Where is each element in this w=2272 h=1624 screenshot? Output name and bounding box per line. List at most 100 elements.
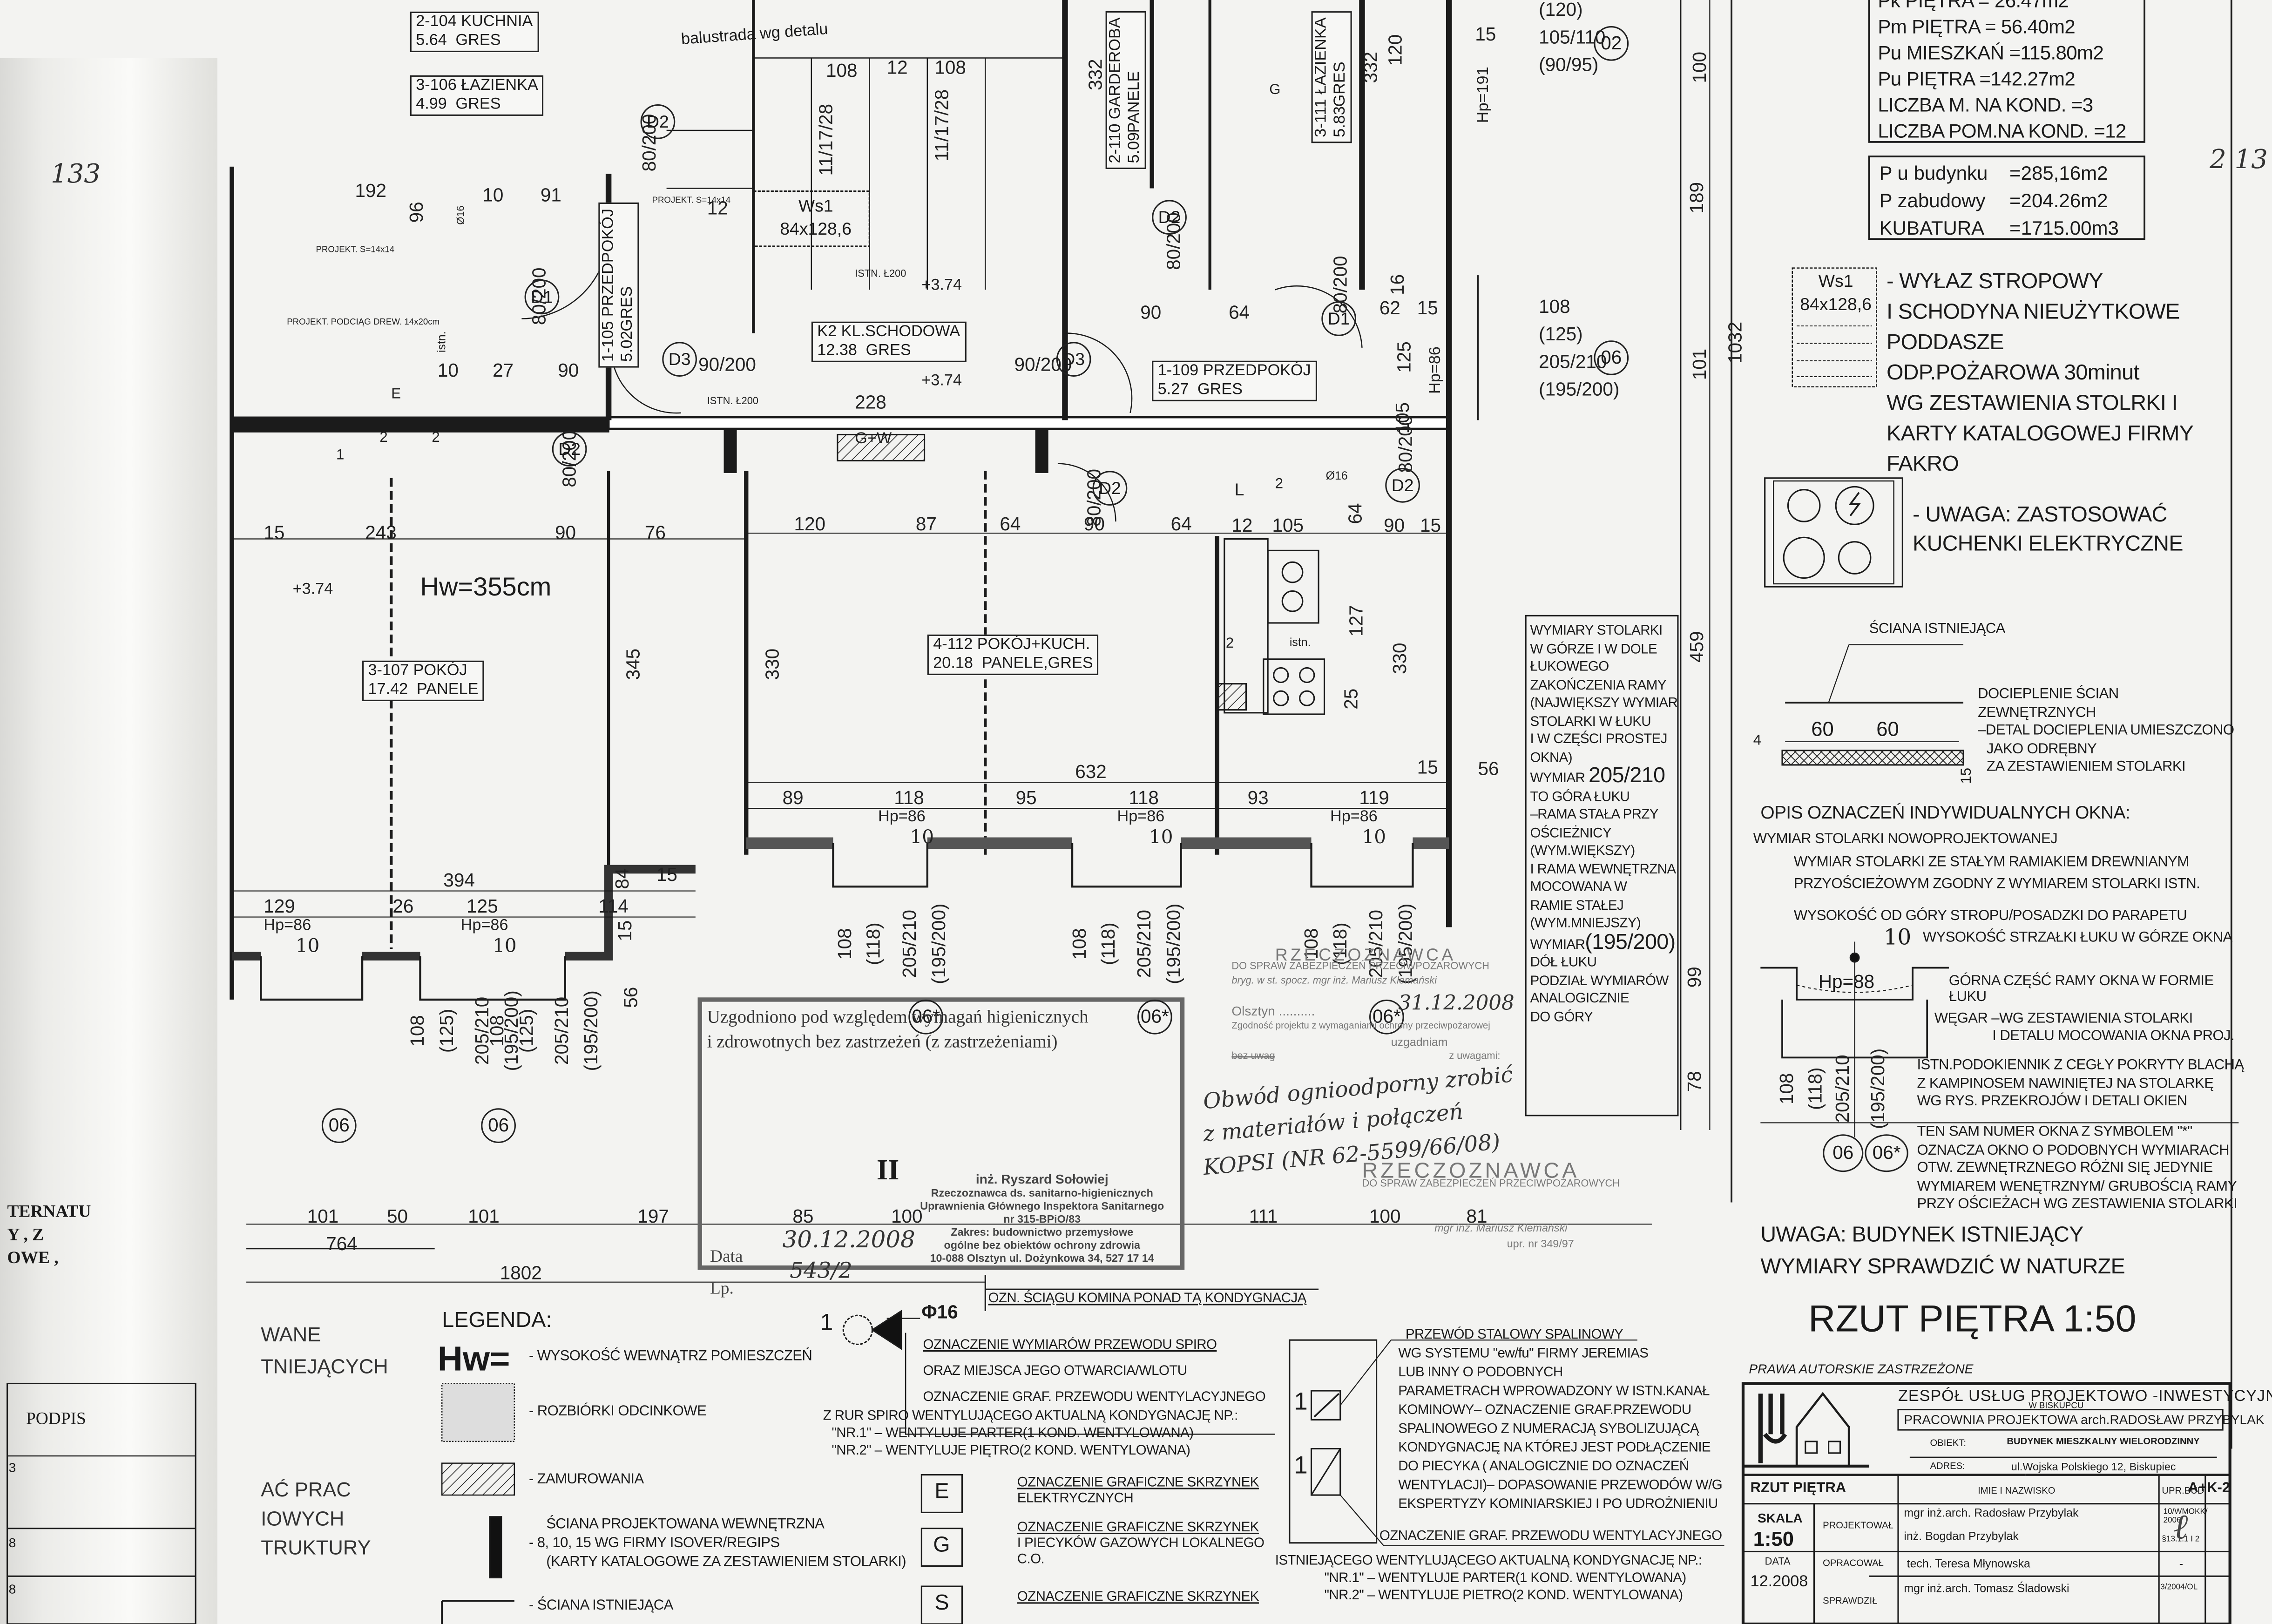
door-tag: D2 xyxy=(640,104,676,139)
room-floor: GRES xyxy=(866,342,911,359)
room-area-value: 17.42 xyxy=(368,681,408,698)
dimension-label: 99 xyxy=(1683,967,1705,988)
margin-text-fragment: AĆ PRAC IOWYCH TRUKTURY xyxy=(261,1475,371,1562)
hatch-symbol-size: 84x128,6 xyxy=(1800,294,1872,315)
dimension-label: 105 xyxy=(1272,514,1304,536)
dimension-label: 91 xyxy=(540,184,561,206)
note-line: (KARTY KATALOGOWE ZA ZESTAWIENIEM STOLAR… xyxy=(546,1554,906,1570)
dimension-label: 64 xyxy=(1000,513,1021,535)
spiro-notes-after: Z RUR SPIRO WENTYLUJĄCEGO AKTUALNĄ KONDY… xyxy=(823,1408,1238,1460)
dimension-label: 129 xyxy=(264,895,295,917)
checker-name: mgr inż.arch. Tomasz Śladowski xyxy=(1904,1582,2069,1595)
legend-window-dim: (118) xyxy=(1804,1067,1826,1110)
drawing-title: RZUT PIĘTRA 1:50 xyxy=(1808,1296,2137,1340)
legend-item: - ZAMUROWANIA xyxy=(528,1472,644,1488)
studio-name: PRACOWNIA PROJEKTOWA arch.RADOSŁAW PRZYB… xyxy=(1904,1412,2265,1427)
fire-expert-remarks: z uwagami: xyxy=(1449,1051,1501,1062)
stamp-date-handwritten: 30.12.2008 xyxy=(782,1225,915,1253)
legend-hp: Hp=88 xyxy=(1818,970,1875,993)
sill-height-label: Hp=86 xyxy=(1117,808,1165,826)
note-line: WYMIARY STOLARKI xyxy=(1530,623,1663,639)
dimension-label: 90 xyxy=(1140,301,1162,323)
sill-height-label: Hp=86 xyxy=(264,917,311,934)
dimension-label: 15 xyxy=(656,863,677,886)
room-code: 3-107 POKÓJ xyxy=(368,662,467,680)
dimension-label: 15 xyxy=(264,521,285,543)
note-line: PRZYOŚCIEŻOWYM ZGODNY Z WYMIAREM STOLARK… xyxy=(1793,876,2200,893)
role-label: OPRACOWAŁ xyxy=(1823,1558,1884,1569)
dimension-label: 764 xyxy=(326,1232,358,1255)
note-line: EKSPERTYZY KOMINIARSKIEJ I PO UDROŻNIENI… xyxy=(1398,1496,1718,1513)
scale-value: 1:50 xyxy=(1753,1527,1794,1550)
note-line: DO GÓRY xyxy=(1530,1009,1593,1025)
fire-expert-stamp-sub-2: DO SPRAW ZABEZPIECZEŃ PRZECIWPOŻAROWYCH xyxy=(1362,1179,1620,1190)
note-line: DÓŁ ŁUKU xyxy=(1530,954,1597,971)
note-line: TO GÓRA ŁUKU xyxy=(1530,789,1630,805)
summary-line: Pu MIESZKAŃ =115.80m2 xyxy=(1878,42,2104,64)
spiro-number: 1 xyxy=(820,1311,833,1336)
note-line: OZNACZENIE GRAFICZNE SKRZYNEK xyxy=(1017,1475,1259,1491)
warning-line: UWAGA: BUDYNEK ISTNIEJĄCY xyxy=(1760,1223,2083,1248)
plan-annotation: 1 xyxy=(336,447,345,464)
license-number: - xyxy=(2179,1557,2184,1570)
window-dimension: (125) xyxy=(435,1008,458,1053)
stamp-line: Rzeczoznawca ds. sanitarno-higienicznych xyxy=(931,1186,1153,1200)
legend-title: LEGENDA: xyxy=(442,1308,552,1333)
window-tag: 06* xyxy=(1137,999,1172,1035)
dimension-label: 119 xyxy=(1359,786,1389,809)
dimension-label: 330 xyxy=(761,648,783,680)
hatch-code: Ws1 xyxy=(798,196,833,216)
window-dimension: 205/210 xyxy=(898,910,920,978)
dimension-label: 127 xyxy=(1345,605,1367,637)
fragment-line: TRUKTURY xyxy=(261,1536,371,1559)
note-line: ANALOGICZNIE xyxy=(1530,991,1630,1007)
note-line: ORAZ MIEJSCA JEGO OTWARCIA/WLOTU xyxy=(923,1363,1187,1380)
stamp-line: i zdrowotnych bez zastrzeżeń (z zastrzeż… xyxy=(707,1031,1058,1052)
door-tag: D2 xyxy=(1152,200,1187,235)
note-line: WYSOKOŚĆ OD GÓRY STROPU/POSADZKI DO PARA… xyxy=(1793,907,2187,924)
summary-line: LICZBA POM.NA KOND. =12 xyxy=(1878,120,2126,142)
dimension-label: 16 xyxy=(1386,274,1408,295)
note-line: I DETALU MOCOWANIA OKNA PROJ. xyxy=(1992,1029,2235,1045)
window-legend-title: OPIS OZNACZEŃ INDYWIDUALNYCH OKNA: xyxy=(1760,802,2130,823)
arc-height-value: 10 xyxy=(1883,924,1912,951)
row-number: 3 xyxy=(8,1460,16,1475)
legend-line: ODP.POŻAROWA 30minut xyxy=(1887,360,2139,386)
plan-annotation: 2 xyxy=(432,430,440,447)
inspector-stamp: inż. Ryszard Sołowiej Rzeczoznawca ds. s… xyxy=(920,1173,1164,1265)
spiro-diameter: Φ16 xyxy=(921,1301,958,1323)
plan-annotation: 2 xyxy=(1225,636,1234,652)
date-label: DATA xyxy=(1765,1557,1791,1568)
room-floor: GRES xyxy=(1332,61,1349,107)
role-label: SPRAWDZIŁ xyxy=(1823,1596,1878,1607)
license-column-header: UPR.BUD. xyxy=(2162,1486,2207,1497)
window-tag: 02 xyxy=(1594,26,1629,61)
note-line: WENTYLACJI)– DOPASOWANIE PRZEWODÓW W/G xyxy=(1398,1477,1723,1494)
stamp-lp-handwritten: 543/2 xyxy=(790,1257,852,1284)
plan-annotation: Hp=191 xyxy=(1474,67,1493,123)
dimension-label: 120 xyxy=(794,513,826,535)
note-line: PRZY OŚCIEŻACH WG ZESTAWIENIA STOLARKI xyxy=(1917,1197,2238,1213)
sill-text: ISTN.PODOKIENNIK Z CEGŁY POKRYTY BLACHĄ … xyxy=(1917,1057,2244,1112)
note-line: Z RUR SPIRO WENTYLUJĄCEGO AKTUALNĄ KONDY… xyxy=(823,1408,1238,1424)
fire-expert-stamp-title-2: RZECZOZNAWCA xyxy=(1362,1159,1580,1184)
summary-line: LICZBA M. NA KOND. =3 xyxy=(1878,94,2093,116)
dimension-label: 81 xyxy=(1466,1205,1488,1227)
dimension-label: 12 xyxy=(1231,514,1253,536)
legend-hw-symbol: Hw= xyxy=(437,1340,510,1380)
dimension-label: 90 xyxy=(1083,513,1105,535)
warning-line: WYMIARY SPRAWDZIĆ W NATURZE xyxy=(1760,1254,2125,1279)
legend-line: WG ZESTAWIENIA STOLRKI I xyxy=(1887,391,2178,416)
window-dimension: (125) xyxy=(1539,323,1583,345)
dimension-label: 101 xyxy=(1688,348,1711,380)
legend-line: FAKRO xyxy=(1887,452,1959,477)
note-line: SPALINOWEGO Z NUMERACJĄ SYBOLIZUJĄCĄ xyxy=(1398,1421,1699,1437)
window-dimension: 205/210 xyxy=(550,996,573,1065)
plan-annotation: ISTN. Ł200 xyxy=(707,397,758,407)
fire-expert-signature-name: mgr inż. Mariusz Klemański xyxy=(1434,1221,1568,1234)
window-dimension: 108 xyxy=(1068,928,1090,960)
